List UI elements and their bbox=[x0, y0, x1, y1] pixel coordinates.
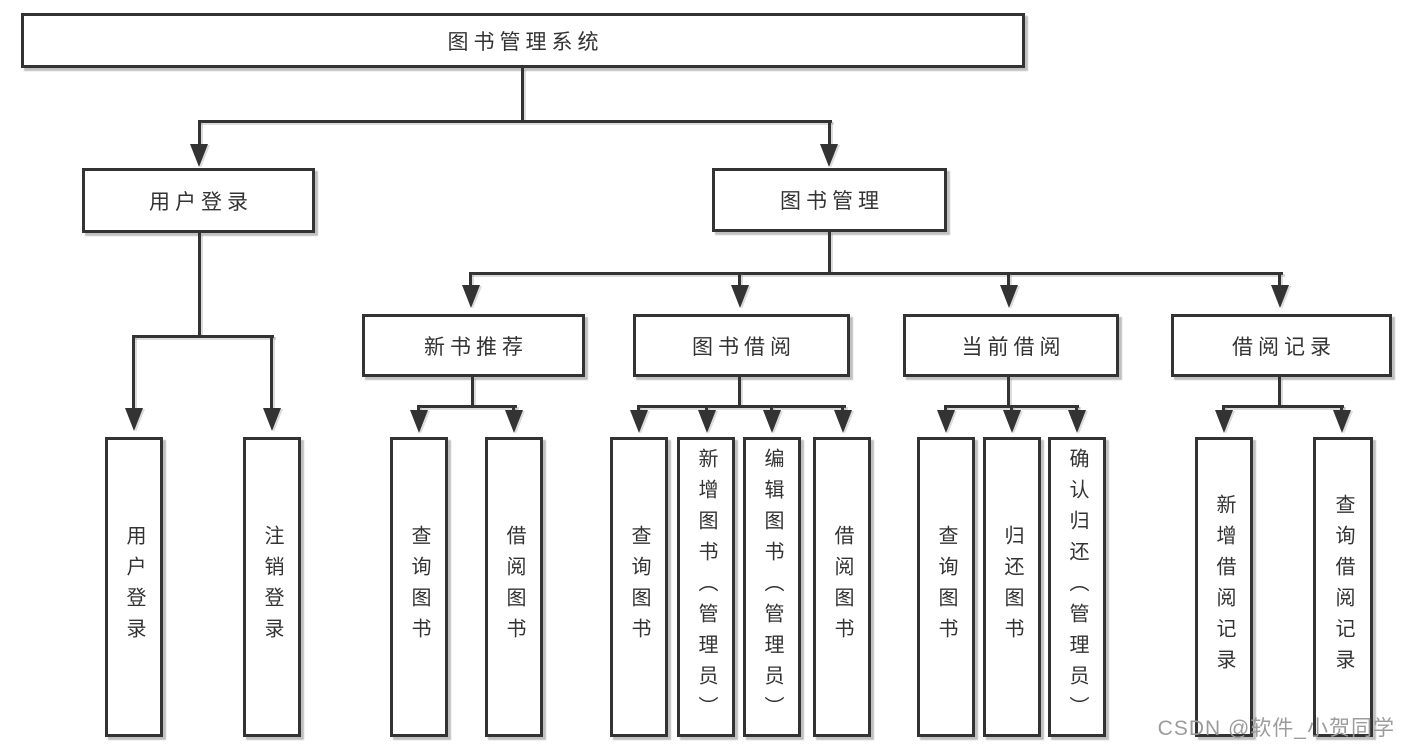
arrowhead-bor-add bbox=[698, 410, 716, 433]
leaf-borrow-borrow-books-label: 借阅图书 bbox=[831, 525, 853, 649]
node-new-book-recommend-label: 新书推荐 bbox=[424, 335, 528, 359]
arrowhead-cur-return bbox=[1003, 410, 1021, 433]
leaf-recommend-query-books-label: 查询图书 bbox=[408, 525, 430, 649]
node-book-management-label: 图书管理 bbox=[780, 190, 884, 213]
leaf-logout-label: 注销登录 bbox=[261, 525, 283, 649]
node-book-management: 图书管理 bbox=[712, 168, 947, 232]
leaf-current-confirm-return-admin: 确认归还（管理员） bbox=[1048, 437, 1106, 737]
connector-user-login-drop bbox=[198, 233, 201, 335]
leaf-recommend-query-books: 查询图书 bbox=[390, 437, 448, 737]
arrowhead-cur-confirm bbox=[1068, 410, 1086, 433]
leaf-records-add-record-label: 新增借阅记录 bbox=[1213, 494, 1235, 680]
leaf-current-query-books-label: 查询图书 bbox=[935, 525, 957, 649]
arrowhead-bor-edit bbox=[763, 410, 781, 433]
connector-arrow-shaft-cur-return bbox=[1010, 405, 1013, 411]
connector-arrow-shaft-rec-query bbox=[417, 405, 420, 411]
leaf-records-add-record: 新增借阅记录 bbox=[1195, 437, 1253, 737]
arrowhead-bor-query bbox=[630, 410, 648, 433]
connector-recommend-drop bbox=[471, 377, 474, 406]
connector-arrow-shaft-book-management bbox=[828, 120, 831, 144]
connector-arrow-shaft-bor-add bbox=[705, 405, 708, 411]
connector-recommend-bar bbox=[417, 405, 517, 408]
connector-arrow-shaft-user-login bbox=[198, 120, 201, 144]
connector-arrow-shaft-cur-confirm bbox=[1075, 405, 1078, 411]
node-library-management-system: 图书管理系统 bbox=[21, 13, 1025, 68]
node-borrowing-records-label: 借阅记录 bbox=[1232, 335, 1336, 359]
arrowhead-book-borrow bbox=[731, 285, 749, 308]
arrowhead-rec-borrow bbox=[505, 410, 523, 433]
leaf-borrow-add-books-admin: 新增图书（管理员） bbox=[677, 437, 735, 737]
leaf-current-return-books-label: 归还图书 bbox=[1001, 525, 1023, 649]
connector-arrow-shaft-recd-query bbox=[1340, 405, 1343, 411]
node-borrowing-records: 借阅记录 bbox=[1171, 314, 1392, 377]
arrowhead-cur-query bbox=[937, 410, 955, 433]
connector-current-drop bbox=[1007, 377, 1010, 406]
node-new-book-recommend: 新书推荐 bbox=[362, 314, 585, 377]
connector-arrow-shaft-bor-query bbox=[637, 405, 640, 411]
connector-arrow-shaft-bor-borrow bbox=[841, 405, 844, 411]
arrowhead-logout-leaf bbox=[263, 408, 281, 431]
leaf-logout: 注销登录 bbox=[243, 437, 301, 737]
node-library-management-system-label: 图书管理系统 bbox=[447, 30, 604, 54]
connector-arrow-shaft-logout-leaf bbox=[270, 335, 273, 408]
connector-book-management-drop bbox=[828, 232, 831, 272]
node-book-borrowing: 图书借阅 bbox=[633, 314, 850, 377]
connector-root-drop bbox=[521, 68, 524, 120]
arrowhead-login-leaf bbox=[125, 408, 143, 431]
node-user-login-label: 用户登录 bbox=[149, 190, 253, 214]
leaf-records-query-record: 查询借阅记录 bbox=[1313, 437, 1373, 737]
connector-level3-bar bbox=[469, 272, 1283, 275]
arrowhead-borrow-records bbox=[1271, 285, 1289, 308]
csdn-watermark: CSDN @软件_小贺同学 bbox=[1157, 717, 1395, 740]
node-user-login: 用户登录 bbox=[82, 168, 315, 233]
leaf-borrow-query-books-label: 查询图书 bbox=[628, 525, 650, 649]
arrowhead-bor-borrow bbox=[834, 410, 852, 433]
node-current-borrowing: 当前借阅 bbox=[903, 314, 1119, 377]
connector-user-login-bar bbox=[133, 335, 274, 338]
leaf-recommend-borrow-books: 借阅图书 bbox=[485, 437, 543, 737]
connector-records-drop bbox=[1278, 377, 1281, 406]
connector-arrow-shaft-login-leaf bbox=[132, 335, 135, 408]
connector-arrow-shaft-current-borrow bbox=[1007, 272, 1010, 285]
connector-level2-bar bbox=[198, 120, 832, 123]
leaf-borrow-query-books: 查询图书 bbox=[610, 437, 668, 737]
leaf-borrow-edit-books-admin-label: 编辑图书（管理员） bbox=[761, 447, 783, 727]
leaf-current-query-books: 查询图书 bbox=[917, 437, 975, 737]
connector-arrow-shaft-recd-add bbox=[1222, 405, 1225, 411]
leaf-records-query-record-label: 查询借阅记录 bbox=[1332, 494, 1354, 680]
leaf-borrow-add-books-admin-label: 新增图书（管理员） bbox=[695, 447, 717, 727]
arrowhead-recd-query bbox=[1333, 410, 1351, 433]
connector-arrow-shaft-cur-query bbox=[944, 405, 947, 411]
leaf-user-login-label: 用户登录 bbox=[123, 525, 145, 649]
leaf-current-confirm-return-admin-label: 确认归还（管理员） bbox=[1066, 447, 1088, 727]
arrowhead-book-management bbox=[820, 144, 838, 167]
node-current-borrowing-label: 当前借阅 bbox=[961, 335, 1066, 359]
arrowhead-rec-query bbox=[410, 410, 428, 433]
connector-borrow-drop bbox=[738, 377, 741, 406]
arrowhead-recd-add bbox=[1215, 410, 1233, 433]
connector-arrow-shaft-new-book-rec bbox=[469, 272, 472, 285]
connector-records-bar bbox=[1222, 405, 1344, 408]
arrowhead-new-book-rec bbox=[462, 285, 480, 308]
leaf-borrow-borrow-books: 借阅图书 bbox=[813, 437, 871, 737]
leaf-recommend-borrow-books-label: 借阅图书 bbox=[503, 525, 525, 649]
arrowhead-user-login bbox=[190, 144, 208, 167]
leaf-borrow-edit-books-admin: 编辑图书（管理员） bbox=[743, 437, 801, 737]
connector-arrow-shaft-borrow-records bbox=[1278, 272, 1281, 285]
connector-arrow-shaft-book-borrow bbox=[738, 272, 741, 285]
leaf-user-login: 用户登录 bbox=[105, 437, 163, 737]
leaf-current-return-books: 归还图书 bbox=[983, 437, 1041, 737]
connector-borrow-bar bbox=[637, 405, 846, 408]
arrowhead-current-borrow bbox=[1000, 285, 1018, 308]
connector-arrow-shaft-rec-borrow bbox=[512, 405, 515, 411]
node-book-borrowing-label: 图书借阅 bbox=[692, 335, 796, 359]
connector-arrow-shaft-bor-edit bbox=[770, 405, 773, 411]
